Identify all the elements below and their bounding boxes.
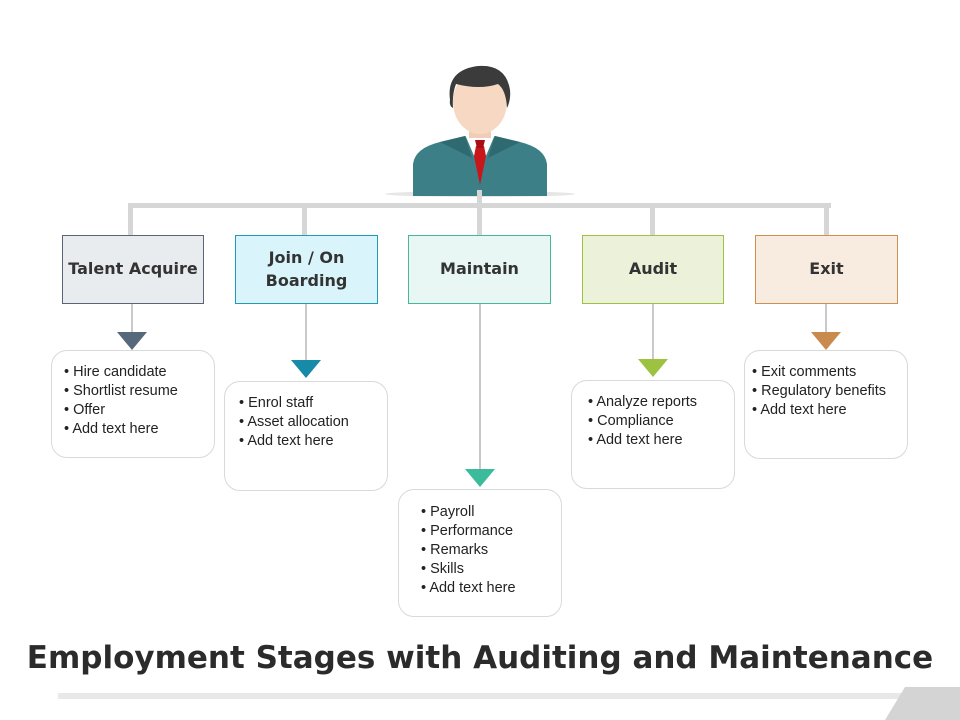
stage-label: Audit [628, 259, 678, 279]
list-item: Exit comments [752, 363, 895, 382]
stem-line [305, 303, 307, 361]
stage-label: Maintain [440, 259, 519, 279]
list-item: Skills [421, 560, 549, 579]
businessman-icon [385, 65, 575, 197]
connector-drop [302, 203, 307, 236]
connector-drop [824, 203, 829, 236]
footer-accent [885, 687, 960, 720]
connector-trunk [477, 190, 482, 206]
stage-box-join-onboarding: Join / On Boarding [235, 235, 378, 304]
detail-card-exit: Exit comments Regulatory benefits Add te… [744, 350, 908, 459]
list-item: Add text here [752, 401, 895, 420]
down-arrow-icon [291, 360, 321, 378]
stage-label: Join / On Boarding [265, 248, 348, 290]
list-item: Shortlist resume [64, 382, 202, 401]
detail-card-maintain: Payroll Performance Remarks Skills Add t… [398, 489, 562, 617]
stage-label: Exit [809, 259, 844, 279]
footer-divider [58, 693, 918, 699]
list-item: Remarks [421, 541, 549, 560]
list-item: Add text here [588, 431, 722, 450]
stem-line [652, 303, 654, 361]
list-item: Analyze reports [588, 393, 722, 412]
list-item: Offer [64, 401, 202, 420]
list-item: Performance [421, 522, 549, 541]
list-item: Add text here [64, 420, 202, 439]
detail-card-join-onboarding: Enrol staff Asset allocation Add text he… [224, 381, 388, 491]
down-arrow-icon [638, 359, 668, 377]
connector-drop [650, 203, 655, 236]
stage-label: Talent Acquire [68, 259, 198, 279]
stem-line [479, 303, 481, 471]
list-item: Asset allocation [239, 413, 375, 432]
down-arrow-icon [811, 332, 841, 350]
down-arrow-icon [117, 332, 147, 350]
stem-line [131, 303, 133, 333]
stage-box-talent-acquire: Talent Acquire [62, 235, 204, 304]
page-title: Employment Stages with Auditing and Main… [26, 640, 934, 676]
list-item: Regulatory benefits [752, 382, 895, 401]
stage-box-audit: Audit [582, 235, 724, 304]
stem-line [825, 303, 827, 333]
down-arrow-icon [465, 469, 495, 487]
connector-drop [128, 203, 133, 236]
list-item: Payroll [421, 503, 549, 522]
list-item: Enrol staff [239, 394, 375, 413]
list-item: Compliance [588, 412, 722, 431]
detail-card-talent-acquire: Hire candidate Shortlist resume Offer Ad… [51, 350, 215, 458]
list-item: Hire candidate [64, 363, 202, 382]
connector-drop [477, 203, 482, 236]
stage-box-maintain: Maintain [408, 235, 551, 304]
stage-box-exit: Exit [755, 235, 898, 304]
list-item: Add text here [239, 432, 375, 451]
detail-card-audit: Analyze reports Compliance Add text here [571, 380, 735, 489]
list-item: Add text here [421, 579, 549, 598]
